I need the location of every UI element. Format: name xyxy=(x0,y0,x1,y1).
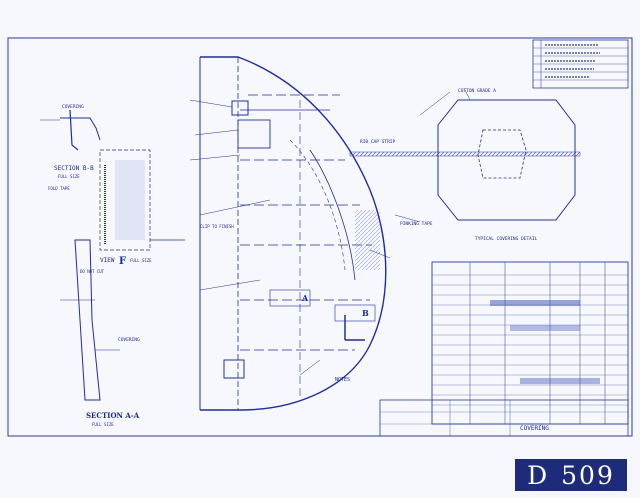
rib-cap-strip xyxy=(349,151,581,157)
title-block-covering: COVERING xyxy=(520,425,549,432)
covering-detail xyxy=(437,99,576,221)
rib-cap-strip-label: RIB CAP STRIP xyxy=(360,139,396,145)
fold-tape-label: FOLD TAPE xyxy=(48,186,70,191)
cotton-grade-label: COTTON GRADE A xyxy=(458,88,496,94)
covering-label-2: COVERING xyxy=(118,337,140,343)
typical-covering-detail-label: TYPICAL COVERING DETAIL xyxy=(475,236,538,242)
clip-to-finish-label: CLIP TO FINISH xyxy=(200,224,234,229)
title-block xyxy=(379,399,629,437)
revision-block xyxy=(532,39,629,89)
view-f-letter: F xyxy=(119,256,126,267)
section-bb-label: SECTION B-B xyxy=(54,165,94,172)
drawing-border xyxy=(7,37,633,437)
hatched-region xyxy=(355,210,380,270)
do-not-cut-label: DO NOT CUT xyxy=(80,269,105,274)
section-aa-label: SECTION A-A xyxy=(86,411,140,420)
section-bb-detail xyxy=(40,109,101,151)
pinking-tape-label: PINKING TAPE xyxy=(400,221,433,227)
notes-heading: NOTES xyxy=(335,377,350,383)
view-f-label: VIEW xyxy=(100,257,115,264)
control-surface-outline xyxy=(199,56,387,411)
drawing-number-prefix: D xyxy=(527,460,550,490)
covering-label: COVERING xyxy=(62,104,84,110)
view-f-scale: FULL SIZE xyxy=(130,258,152,263)
section-marker-a: A xyxy=(301,293,309,303)
drawing-number-tag: D 509 xyxy=(515,459,627,491)
section-aa-detail xyxy=(60,239,120,401)
labels: SECTION B-B FULL SIZE COVERING FOLD TAPE… xyxy=(48,88,549,432)
section-marker-b: B xyxy=(362,308,369,318)
section-markers xyxy=(269,289,376,341)
section-bb-scale: FULL SIZE xyxy=(58,174,80,179)
view-f-detail xyxy=(99,149,185,251)
drawing-number: 509 xyxy=(561,460,615,490)
parts-list-table xyxy=(431,261,629,425)
section-aa-scale: FULL SIZE xyxy=(92,422,114,427)
leader-lines xyxy=(189,89,471,376)
